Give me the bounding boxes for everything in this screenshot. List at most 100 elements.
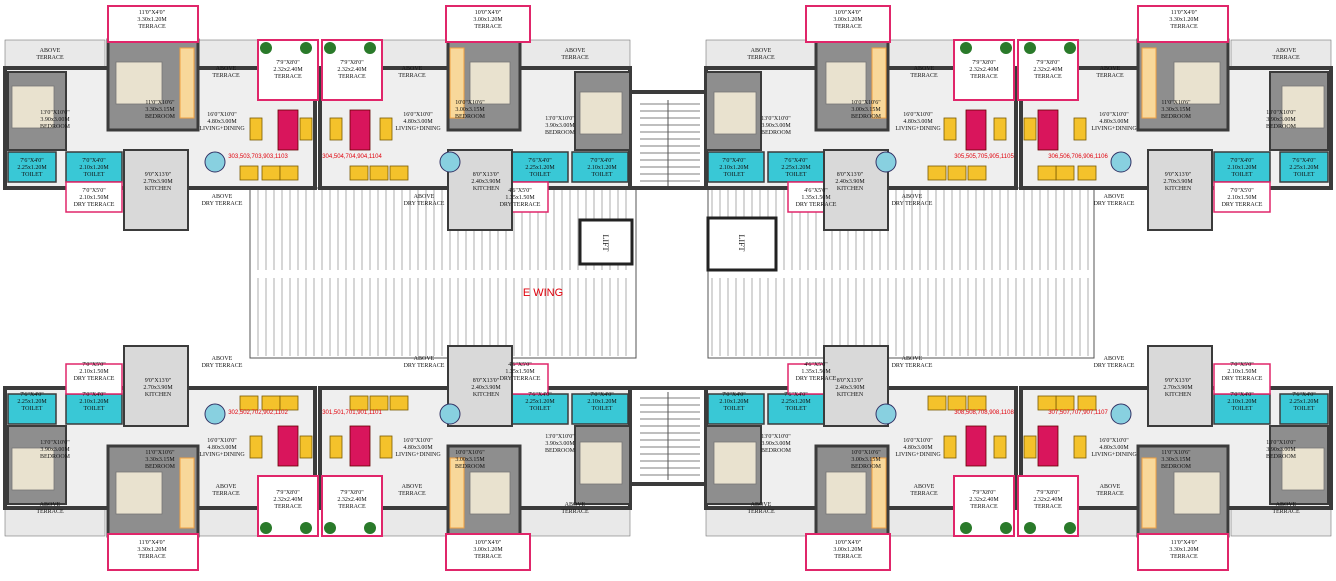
bedroom-label: 3.00x3.15M xyxy=(851,107,881,113)
chair xyxy=(239,165,259,181)
terrace-label: TERRACE xyxy=(1034,504,1062,510)
bedroom-label: 11'0"X10'6" xyxy=(1161,450,1191,456)
flat-number: 303,503,703,903,1103 xyxy=(228,154,288,160)
toilet-label: TOILET xyxy=(724,172,745,178)
bed xyxy=(11,85,55,129)
flat-number: 306,506,706,906,1106 xyxy=(1048,154,1108,160)
bedroom-label: 13'0"X10'0" xyxy=(40,440,70,446)
bedroom-label: BEDROOM xyxy=(455,114,486,120)
chair xyxy=(369,165,389,181)
dining-table xyxy=(965,425,987,467)
dining-table-round xyxy=(204,151,226,173)
sofa xyxy=(943,435,957,459)
plant xyxy=(1024,42,1036,54)
kitchen-label: 9'0"X13'0" xyxy=(1165,378,1192,384)
flat-number: 305,505,705,905,1105 xyxy=(954,154,1014,160)
sofa xyxy=(379,435,393,459)
bedroom-label: 3.90x3.00M xyxy=(40,117,70,123)
toilet-label: 2.25x1.20M xyxy=(1289,399,1319,405)
plant xyxy=(364,522,376,534)
living-label: 4.80x3.00M xyxy=(903,119,933,125)
chair xyxy=(1055,165,1075,181)
bedroom-label: 10'0"X10'6" xyxy=(851,100,881,106)
bedroom-label: 3.00x3.15M xyxy=(455,457,485,463)
above-terrace-label: ABOVE xyxy=(751,48,772,54)
toilet-label: 7'0"X4'0" xyxy=(82,158,106,164)
chair xyxy=(967,165,987,181)
terrace-label: 3.00x1.20M xyxy=(833,547,863,553)
chair xyxy=(967,395,987,411)
unit-bottom-left-labels: 11'0"X4'0"3.30x1.20MTERRACE10'0"X4'0"3.0… xyxy=(17,356,617,560)
unit-top-right xyxy=(704,5,1333,231)
sofa xyxy=(299,435,313,459)
above-terrace-label: TERRACE xyxy=(212,73,240,79)
above-dry-terrace-label: ABOVE xyxy=(212,356,233,362)
kitchen-label: 2.70x3.90M xyxy=(143,385,173,391)
bedroom-label: 3.90x3.00M xyxy=(761,123,791,129)
chair xyxy=(261,395,281,411)
sofa xyxy=(1073,117,1087,141)
above-terrace-label: ABOVE xyxy=(751,502,772,508)
bedroom-label: BEDROOM xyxy=(455,464,486,470)
bedroom-label: BEDROOM xyxy=(545,130,576,136)
kitchen-label: KITCHEN xyxy=(473,186,500,192)
toilet-label: TOILET xyxy=(1294,406,1315,412)
living-label: LIVING+DINING xyxy=(199,452,245,458)
dry-terrace-label: DRY TERRACE xyxy=(74,202,115,208)
bedroom-label: 13'0"X10'0" xyxy=(761,116,791,122)
terrace-label: 3.00x1.20M xyxy=(833,17,863,23)
terrace-label: TERRACE xyxy=(970,504,998,510)
above-terrace-label: TERRACE xyxy=(561,509,589,515)
toilet-label: TOILET xyxy=(84,406,105,412)
wardrobe xyxy=(871,47,887,119)
plant xyxy=(1000,522,1012,534)
terrace-label: TERRACE xyxy=(274,74,302,80)
above-dry-terrace-label: DRY TERRACE xyxy=(202,201,243,207)
toilet xyxy=(571,393,629,425)
wardrobe xyxy=(871,457,887,529)
bedroom-label: 11'0"X10'6" xyxy=(145,100,175,106)
sofa xyxy=(329,117,343,141)
toilet-label: 2.25x1.20M xyxy=(781,399,811,405)
terrace-above-zone xyxy=(519,39,631,71)
toilet-label: 7'6"X4'0" xyxy=(784,392,808,398)
sofa xyxy=(299,117,313,141)
toilet xyxy=(707,151,765,183)
terrace-label: TERRACE xyxy=(834,24,862,30)
dry-terrace-label: 4'6"X5'0" xyxy=(508,362,532,368)
toilet-label: TOILET xyxy=(592,172,613,178)
toilet-label: TOILET xyxy=(1294,172,1315,178)
terrace-label: 11'0"X4'0" xyxy=(139,540,166,546)
above-terrace-label: TERRACE xyxy=(1096,491,1124,497)
bedroom-label: 3.90x3.00M xyxy=(545,123,575,129)
bedroom-label: BEDROOM xyxy=(851,114,882,120)
dining-table-round xyxy=(875,403,897,425)
sofa xyxy=(1073,435,1087,459)
bedroom-label: 3.90x3.00M xyxy=(545,441,575,447)
bedroom-label: BEDROOM xyxy=(761,130,792,136)
toilet xyxy=(65,393,123,425)
above-terrace-label: TERRACE xyxy=(747,509,775,515)
above-dry-terrace-label: ABOVE xyxy=(414,194,435,200)
above-terrace-label: ABOVE xyxy=(914,66,935,72)
above-terrace-label: TERRACE xyxy=(212,491,240,497)
above-dry-terrace-label: ABOVE xyxy=(1104,194,1125,200)
flat-number: 308,508,708,908,1108 xyxy=(954,410,1014,416)
bed xyxy=(1173,61,1221,105)
terrace-label: 7'9"X8'0" xyxy=(972,60,996,66)
terrace xyxy=(1137,5,1229,43)
dining-table-round xyxy=(439,151,461,173)
toilet-label: 7'0"X4'0" xyxy=(590,158,614,164)
wardrobe xyxy=(449,457,465,529)
above-terrace-label: TERRACE xyxy=(910,491,938,497)
sofa xyxy=(329,435,343,459)
above-dry-terrace-label: DRY TERRACE xyxy=(892,201,933,207)
chair xyxy=(389,395,409,411)
bedroom-label: BEDROOM xyxy=(1161,114,1192,120)
plant xyxy=(300,42,312,54)
bedroom-label: 3.90x3.00M xyxy=(761,441,791,447)
bed xyxy=(579,91,623,135)
terrace-label: 3.00x1.20M xyxy=(473,17,503,23)
unit-top-left xyxy=(3,5,632,231)
toilet-label: 2.10x1.20M xyxy=(1227,165,1257,171)
